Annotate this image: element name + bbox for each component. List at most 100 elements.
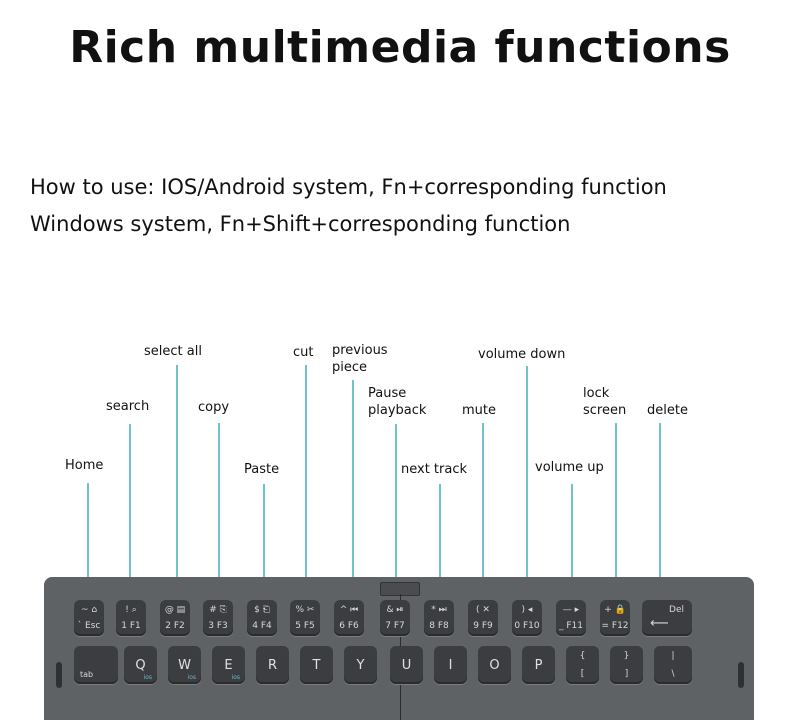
leader-line-lock-screen xyxy=(615,423,617,603)
key-minus-volume-up[interactable]: — ▸ _ F11 xyxy=(556,600,586,636)
callout-lock-screen: lock screen xyxy=(583,386,627,418)
key-label: W xyxy=(178,658,191,673)
key-0-volume-down[interactable]: ) ◂ 0 F10 xyxy=(512,600,542,636)
key-bottom-label: 0 F10 xyxy=(514,621,540,631)
key-1-search[interactable]: ! ⌕ 1 F1 xyxy=(116,600,146,636)
leader-line-volume-up xyxy=(571,484,573,603)
key-bottom-label: 6 F6 xyxy=(339,621,359,631)
key-label: Y xyxy=(356,658,365,673)
key-top-label: $ ⎗ xyxy=(254,605,270,615)
right-side-slot xyxy=(738,662,744,688)
key-esc-home[interactable]: ~ ⌂ ` Esc xyxy=(74,600,104,636)
key-label: O xyxy=(489,658,500,673)
key-label: T xyxy=(312,658,321,673)
key-e[interactable]: E ios xyxy=(212,646,245,684)
leader-line-copy xyxy=(218,423,220,603)
key-4-paste[interactable]: $ ⎗ 4 F4 xyxy=(247,600,277,636)
key-bottom-label: \ xyxy=(671,669,675,679)
key-top-label: * ⏭ xyxy=(431,605,447,615)
key-3-copy[interactable]: # ⎘ 3 F3 xyxy=(203,600,233,636)
key-label: tab xyxy=(80,670,94,679)
key-top-label: ~ ⌂ xyxy=(80,605,98,615)
key-y[interactable]: Y xyxy=(344,646,377,684)
key-top-label: { xyxy=(579,651,586,661)
key-8-next[interactable]: * ⏭ 8 F8 xyxy=(424,600,454,636)
key-p[interactable]: P xyxy=(522,646,555,684)
callout-home: Home xyxy=(65,458,104,473)
callout-pause-playback: Pause playback xyxy=(368,386,427,418)
key-top-label: Del xyxy=(669,605,684,615)
key-6-previous[interactable]: ^ ⏮ 6 F6 xyxy=(334,600,364,636)
key-backslash[interactable]: | \ xyxy=(654,646,692,684)
callout-paste: Paste xyxy=(244,462,280,477)
key-bottom-label: 7 F7 xyxy=(385,621,405,631)
leader-line-paste xyxy=(263,484,265,603)
leader-line-mute xyxy=(482,423,484,603)
key-delete[interactable]: Del ⟵ xyxy=(642,600,692,636)
key-label: U xyxy=(401,658,412,673)
key-bottom-label: 9 F9 xyxy=(473,621,493,631)
key-r[interactable]: R xyxy=(256,646,289,684)
key-t[interactable]: T xyxy=(300,646,333,684)
key-o[interactable]: O xyxy=(478,646,511,684)
key-top-label: & ⏯ xyxy=(386,605,404,615)
key-bottom-label: ` Esc xyxy=(77,621,101,631)
leader-line-delete xyxy=(659,423,661,603)
key-9-mute[interactable]: ( ✕ 9 F9 xyxy=(468,600,498,636)
key-q[interactable]: Q ios xyxy=(124,646,157,684)
leader-line-next-track xyxy=(439,484,441,603)
leader-line-cut xyxy=(305,365,307,603)
key-top-label: ! ⌕ xyxy=(125,605,137,615)
key-top-label: ) ◂ xyxy=(521,605,533,615)
callout-volume-up: volume up xyxy=(535,460,604,475)
key-top-label: + 🔒 xyxy=(604,605,626,615)
key-bottom-label: ] xyxy=(624,669,629,679)
key-bottom-label: 8 F8 xyxy=(429,621,449,631)
key-sub-label: ios xyxy=(143,674,152,681)
left-side-slot xyxy=(56,662,62,688)
key-top-label: @ ▤ xyxy=(164,605,186,615)
leader-line-select-all xyxy=(176,365,178,603)
key-top-label: ( ✕ xyxy=(476,605,490,615)
callout-next-track: next track xyxy=(401,462,468,477)
key-bottom-label: ⟵ xyxy=(650,616,669,631)
key-right-bracket[interactable]: } ] xyxy=(610,646,643,684)
key-top-label: } xyxy=(623,651,630,661)
key-5-cut[interactable]: % ✂ 5 F5 xyxy=(290,600,320,636)
key-label: R xyxy=(267,658,278,673)
callout-search: search xyxy=(106,399,150,414)
key-bottom-label: 2 F2 xyxy=(165,621,185,631)
key-label: E xyxy=(224,658,233,673)
key-equals-lock-screen[interactable]: + 🔒 = F12 xyxy=(600,600,630,636)
key-top-label: | xyxy=(671,651,675,661)
key-top-label: # ⎘ xyxy=(209,605,227,615)
callout-copy: copy xyxy=(198,400,230,415)
key-w[interactable]: W ios xyxy=(168,646,201,684)
key-top-label: — ▸ xyxy=(562,605,580,615)
key-bottom-label: [ xyxy=(580,669,585,679)
key-7-pause[interactable]: & ⏯ 7 F7 xyxy=(380,600,410,636)
key-bottom-label: 4 F4 xyxy=(252,621,272,631)
callout-select-all: select all xyxy=(144,344,202,359)
key-sub-label: ios xyxy=(231,674,240,681)
key-label: P xyxy=(534,658,543,673)
key-tab[interactable]: tab xyxy=(74,646,118,684)
page-title: Rich multimedia functions xyxy=(69,22,731,73)
key-bottom-label: = F12 xyxy=(601,621,629,631)
key-u[interactable]: U xyxy=(390,646,423,684)
leader-line-previous-piece xyxy=(352,380,354,603)
callout-previous-piece: previous piece xyxy=(332,343,388,375)
key-2-select-all[interactable]: @ ▤ 2 F2 xyxy=(160,600,190,636)
key-left-bracket[interactable]: { [ xyxy=(566,646,599,684)
callout-volume-down: volume down xyxy=(478,347,566,362)
key-i[interactable]: I xyxy=(434,646,467,684)
howto-line-2: Windows system, Fn+Shift+corresponding f… xyxy=(30,212,571,236)
key-bottom-label: _ F11 xyxy=(559,621,583,631)
key-sub-label: ios xyxy=(187,674,196,681)
callout-mute: mute xyxy=(462,403,496,418)
callout-cut: cut xyxy=(293,345,314,360)
key-label: I xyxy=(448,658,453,673)
leader-line-home xyxy=(87,483,89,603)
key-bottom-label: 5 F5 xyxy=(295,621,315,631)
key-top-label: ^ ⏮ xyxy=(339,605,359,615)
